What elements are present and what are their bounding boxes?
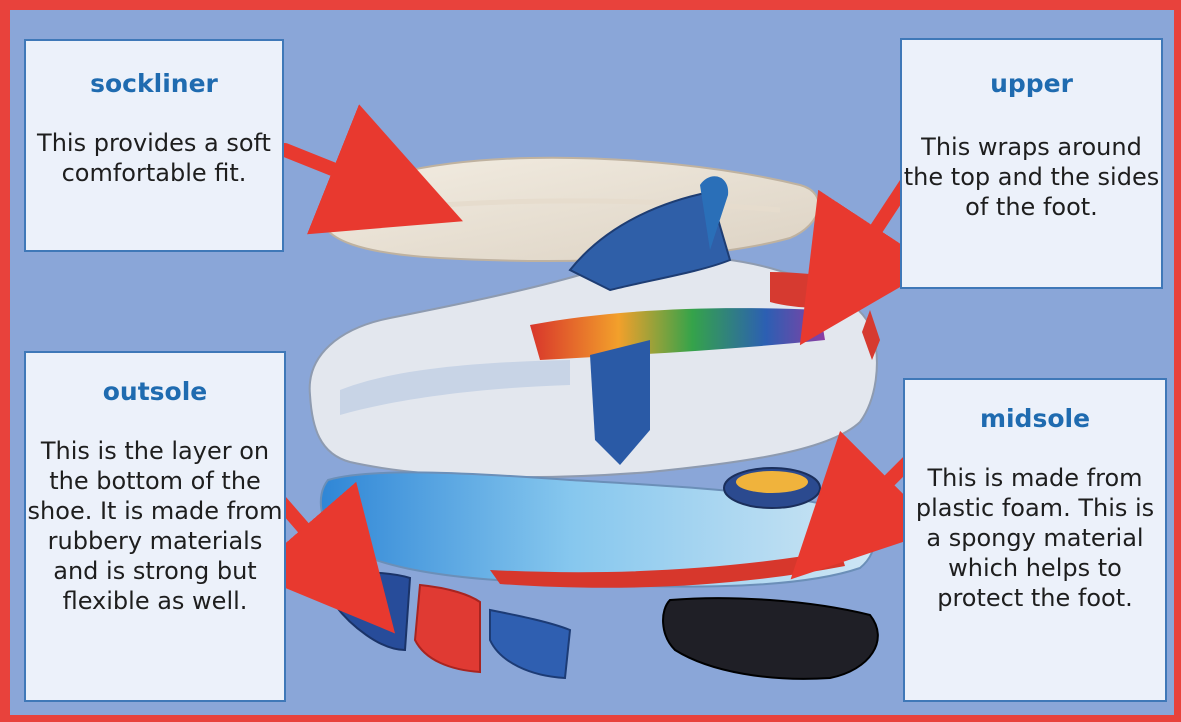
upper-title: upper [902, 69, 1161, 99]
upper-callout: upper This wraps around the top and the … [900, 38, 1163, 289]
outsole-callout: outsole This is the layer on the bottom … [24, 351, 286, 702]
outsole-layer [330, 572, 878, 679]
sockliner-title: sockliner [26, 69, 282, 99]
sockliner-description: This provides a soft comfortable fit. [26, 128, 282, 188]
midsole-layer [321, 468, 875, 588]
sockliner-arrow [285, 150, 385, 190]
outsole-description: This is the layer on the bottom of the s… [26, 436, 284, 616]
midsole-description: This is made from plastic foam. This is … [905, 463, 1165, 613]
upper-description: This wraps around the top and the sides … [902, 132, 1161, 222]
midsole-title: midsole [905, 404, 1165, 434]
outsole-title: outsole [26, 377, 284, 407]
midsole-callout: midsole This is made from plastic foam. … [903, 378, 1167, 702]
sockliner-callout: sockliner This provides a soft comfortab… [24, 39, 284, 252]
sockliner-layer [321, 158, 818, 261]
